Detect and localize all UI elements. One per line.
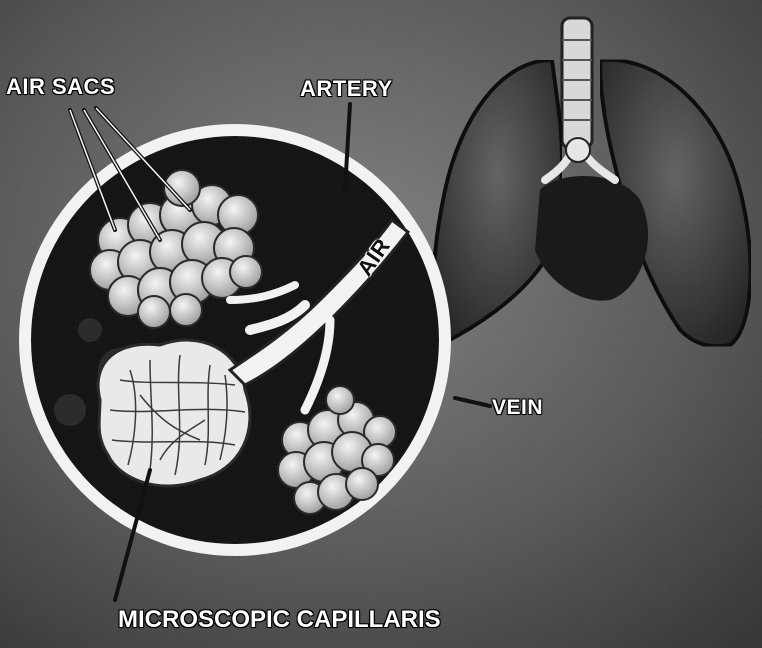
artery-label: ARTERY [300,76,393,102]
magnified-view [19,124,451,556]
trachea [562,18,592,148]
air-sacs-label: AIR SACS [6,74,115,100]
capillary-sac [98,340,250,486]
vein-label: VEIN [492,396,543,420]
capillaries-label: MICROSCOPIC CAPILLARIS [118,606,441,634]
